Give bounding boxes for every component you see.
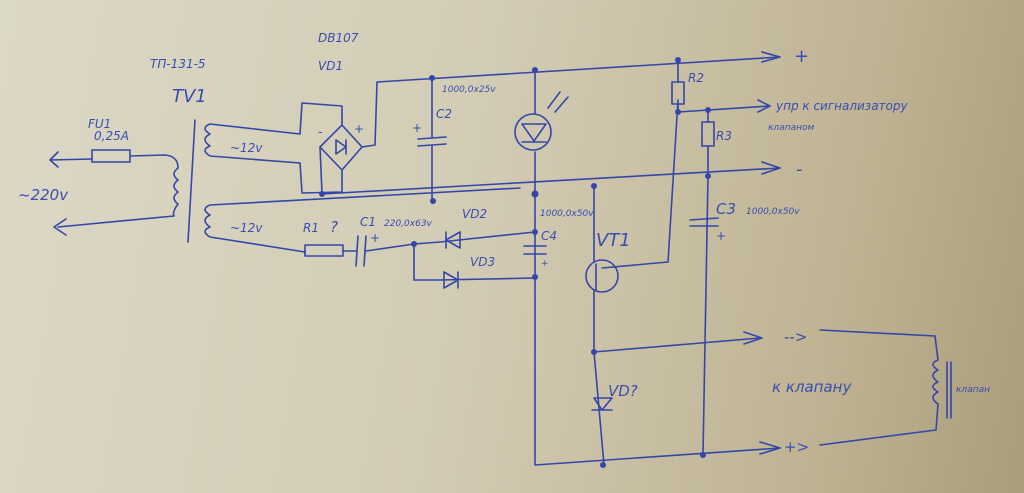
r2-r3-c3: R2 R3 C3 + 1000,0x50v (671, 57, 800, 458)
r2-label: R2 (688, 71, 704, 85)
c1-value: 220,0x63v (384, 219, 433, 229)
bridge-plus: + (354, 122, 364, 136)
output-minus: - (796, 159, 803, 180)
signal-label: упр к сигнализатору (775, 99, 908, 113)
diode-vd: VD? (591, 351, 638, 468)
led (514, 67, 781, 466)
c4-value: 1000,0x50v (540, 209, 594, 219)
valve-plus: +> (784, 438, 809, 456)
vd3-label: VD3 (470, 255, 495, 269)
c2-name: C2 (436, 107, 452, 121)
c2-value: 1000,0x25v (442, 85, 496, 95)
transformer-name: TV1 (172, 86, 207, 107)
transformer: ТП-131-5 TV1 ~12v ~12v (150, 57, 521, 253)
valve-label: к клапану (772, 378, 852, 396)
vd-label: VD? (608, 382, 638, 400)
outputs: + - упр к сигнализатору клапаном (757, 46, 908, 180)
diode-bridge: DB107 VD1 - + (299, 31, 781, 197)
r1-c1-chain: R1 ? C1 + 220,0x63v (303, 215, 441, 281)
c4-name: C4 (541, 229, 557, 243)
output-plus: + (794, 46, 809, 67)
r3-label: R3 (716, 129, 732, 143)
minus-rail (321, 167, 781, 195)
c1-name: C1 (360, 215, 376, 229)
transformer-type: ТП-131-5 (150, 57, 206, 71)
signal-sublabel: клапаном (768, 123, 814, 133)
c3-plus: + (716, 229, 726, 243)
fuse-rating: 0,25A (94, 129, 129, 143)
c2-plus: + (412, 121, 422, 135)
c1-plus: + (370, 231, 380, 245)
bridge-minus: - (318, 125, 322, 139)
c4-plus: + (541, 259, 549, 269)
mains-label: ~220v (18, 186, 69, 204)
c3-value: 1000,0x50v (746, 207, 800, 217)
r1-name: R1 (303, 221, 319, 235)
capacitor-c2: + C2 1000,0x25v (412, 75, 496, 204)
c3-name: C3 (716, 200, 736, 218)
winding1-label: ~12v (230, 141, 263, 155)
mains-input: FU1 0,25A ~220v (18, 117, 179, 236)
winding2-label: ~12v (230, 221, 263, 235)
doubler: VD2 VD3 C4 + 1000,0x50v (439, 207, 594, 289)
vt1-label: VT1 (596, 230, 631, 251)
transistor-vt1: VT1 (585, 99, 761, 355)
r1-value: ? (330, 218, 338, 236)
valve-coil-label: клапан (956, 385, 990, 395)
fuse-symbol (91, 149, 131, 163)
bridge-type: DB107 (318, 31, 359, 45)
fuse-name: FU1 (88, 117, 111, 131)
vd2-label: VD2 (462, 207, 487, 221)
valve: --> +> к клапану клапан (743, 328, 990, 456)
valve-minus: --> (784, 328, 807, 346)
bridge-name: VD1 (318, 59, 343, 73)
